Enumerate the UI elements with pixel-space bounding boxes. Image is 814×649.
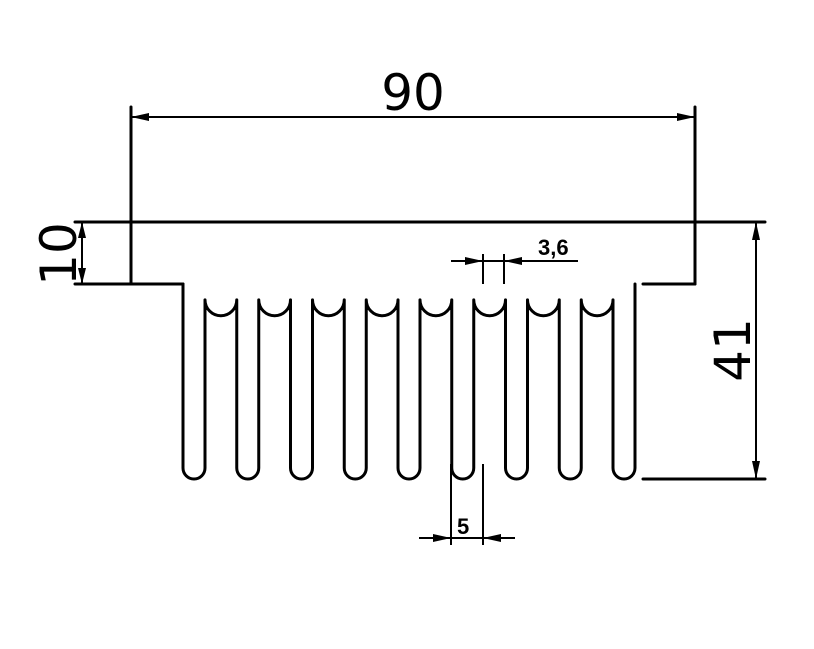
dim-fin-gap: 5	[419, 464, 515, 545]
dim-height-arrow-bottom	[752, 461, 760, 479]
dim-gap-label: 5	[457, 514, 469, 539]
dim-fin-arrow-left	[465, 257, 483, 265]
dim-width: 90	[129, 64, 697, 224]
fins-outline	[181, 282, 637, 481]
dim-fin-thickness: 3,6	[451, 235, 578, 284]
dim-base-arrow-bottom	[78, 268, 86, 284]
dim-base-arrow-top	[78, 222, 86, 238]
dim-width-arrow-right	[677, 113, 695, 121]
dim-width-label: 90	[381, 64, 445, 122]
dim-base-thickness: 10	[30, 222, 88, 286]
dim-gap-arrow-left	[433, 534, 451, 542]
dim-total-height: 41	[704, 222, 762, 479]
dim-width-arrow-left	[131, 113, 149, 121]
heatsink-profile	[73, 220, 767, 481]
dim-height-label: 41	[704, 318, 762, 382]
dim-gap-arrow-right	[483, 534, 501, 542]
dim-base-label: 10	[30, 222, 88, 286]
dim-height-arrow-top	[752, 222, 760, 240]
dim-fin-label: 3,6	[538, 235, 569, 260]
dim-fin-arrow-right	[504, 257, 522, 265]
